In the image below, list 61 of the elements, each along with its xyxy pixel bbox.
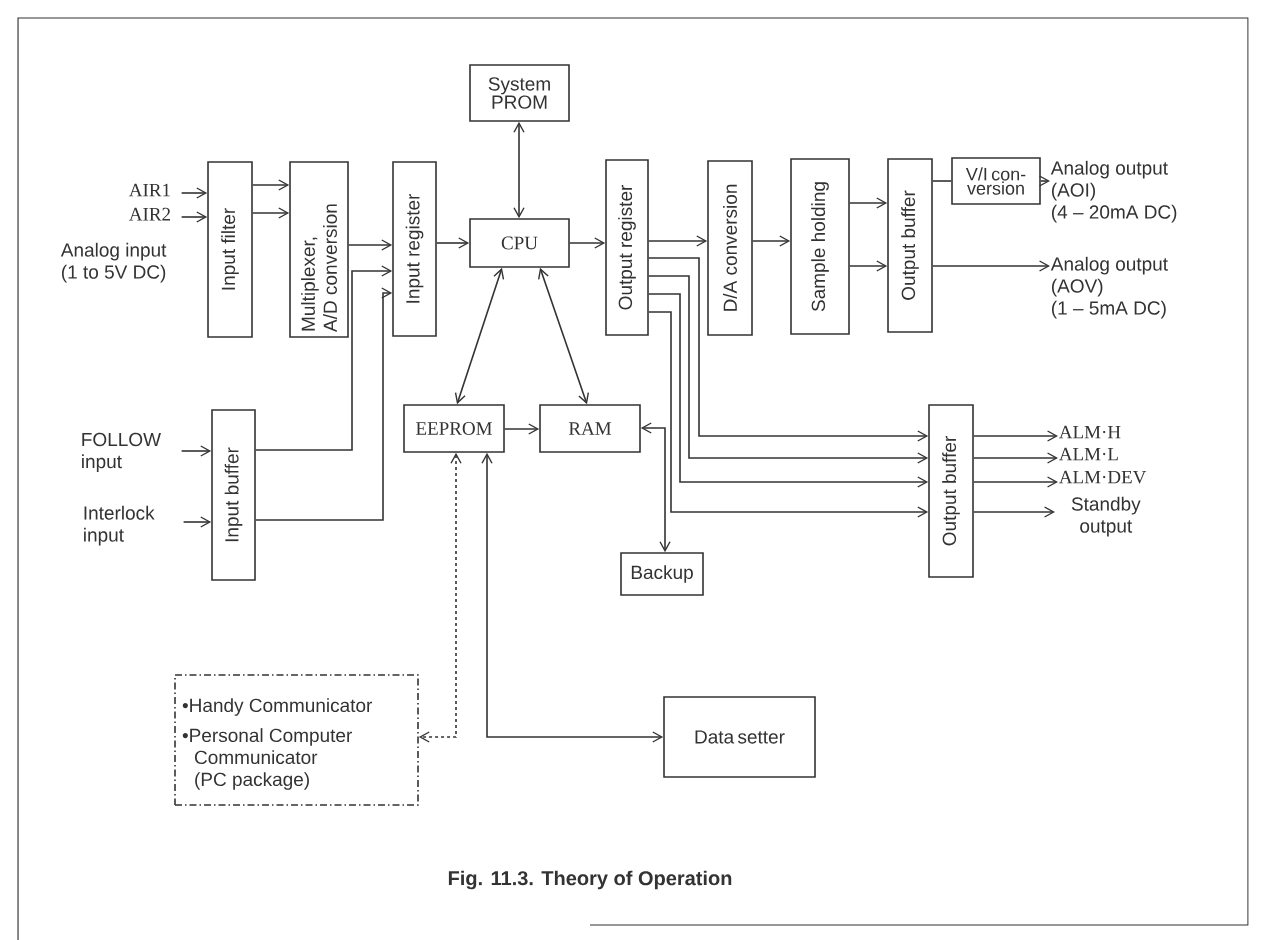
process-box: Sample holding — [790, 158, 850, 335]
arrow — [648, 311, 929, 518]
arrow — [180, 211, 208, 223]
process-box: CPU — [469, 218, 570, 268]
signal-label: ALM·H — [1059, 425, 1121, 439]
process-box: D/A conversion — [707, 160, 753, 336]
arrow — [849, 260, 888, 272]
arrow — [255, 265, 393, 451]
signal-label: AIR1 — [129, 183, 170, 197]
arrow — [752, 235, 791, 247]
signal-label: Interlock input — [84, 505, 155, 546]
arrow — [648, 293, 929, 488]
process-box: RAM — [539, 404, 641, 453]
arrow — [640, 422, 671, 553]
device-group-box: •Handy Communicator •Personal Computer Communicator (PC package) — [174, 674, 419, 806]
arrow — [973, 430, 1058, 442]
arrow — [504, 423, 540, 435]
arrow — [648, 275, 929, 464]
arrow — [180, 445, 212, 457]
arrow — [973, 476, 1058, 488]
process-box: System PROM — [469, 64, 570, 122]
process-box: Output buffer — [928, 404, 974, 578]
signal-label: Standby output — [1071, 496, 1141, 537]
label-text: Analog input (1 to 5V DC) — [60, 242, 167, 283]
process-box: Backup — [620, 552, 704, 596]
arrow — [569, 237, 606, 249]
signal-label: AIR2 — [129, 207, 170, 221]
arrow — [180, 187, 208, 199]
arrow — [849, 197, 888, 209]
arrow — [348, 239, 393, 251]
process-box: Data setter — [663, 696, 816, 778]
arrow — [182, 516, 212, 528]
signal-label: Analog output (AOV) (1 – 5mA DC) — [1050, 256, 1168, 319]
process-box: EEPROM — [403, 404, 505, 453]
arrow — [537, 267, 590, 405]
signal-label: ALM·L — [1059, 447, 1118, 461]
arrow — [454, 267, 505, 405]
caption: Fig. 11.3. Theory of Operation — [448, 870, 732, 890]
arrow — [648, 235, 708, 247]
arrow — [418, 452, 462, 743]
process-box: Input buffer — [211, 409, 256, 581]
arrow — [436, 237, 470, 249]
arrow — [973, 506, 1055, 518]
arrow — [973, 452, 1058, 464]
signal-label: Analog output (AOI) (4 – 20mA DC) — [1050, 160, 1177, 223]
arrow — [513, 121, 525, 219]
signal-label: ALM·DEV — [1059, 470, 1147, 484]
arrow — [648, 257, 929, 442]
arrow — [252, 179, 290, 191]
process-box: Output register — [605, 159, 649, 336]
arrow — [252, 207, 290, 219]
arrow — [255, 287, 393, 521]
process-box: Input filter — [207, 161, 253, 338]
arrow — [932, 260, 1050, 272]
signal-label: FOLLOW input — [82, 432, 161, 472]
process-box: Multiplexer, A/D conversion — [289, 161, 349, 338]
process-box: Input register — [392, 161, 437, 337]
arrow — [481, 452, 664, 743]
connector-line — [932, 180, 952, 182]
process-box: Output buffer — [887, 158, 933, 333]
process-box: V/I con- version — [951, 157, 1041, 205]
